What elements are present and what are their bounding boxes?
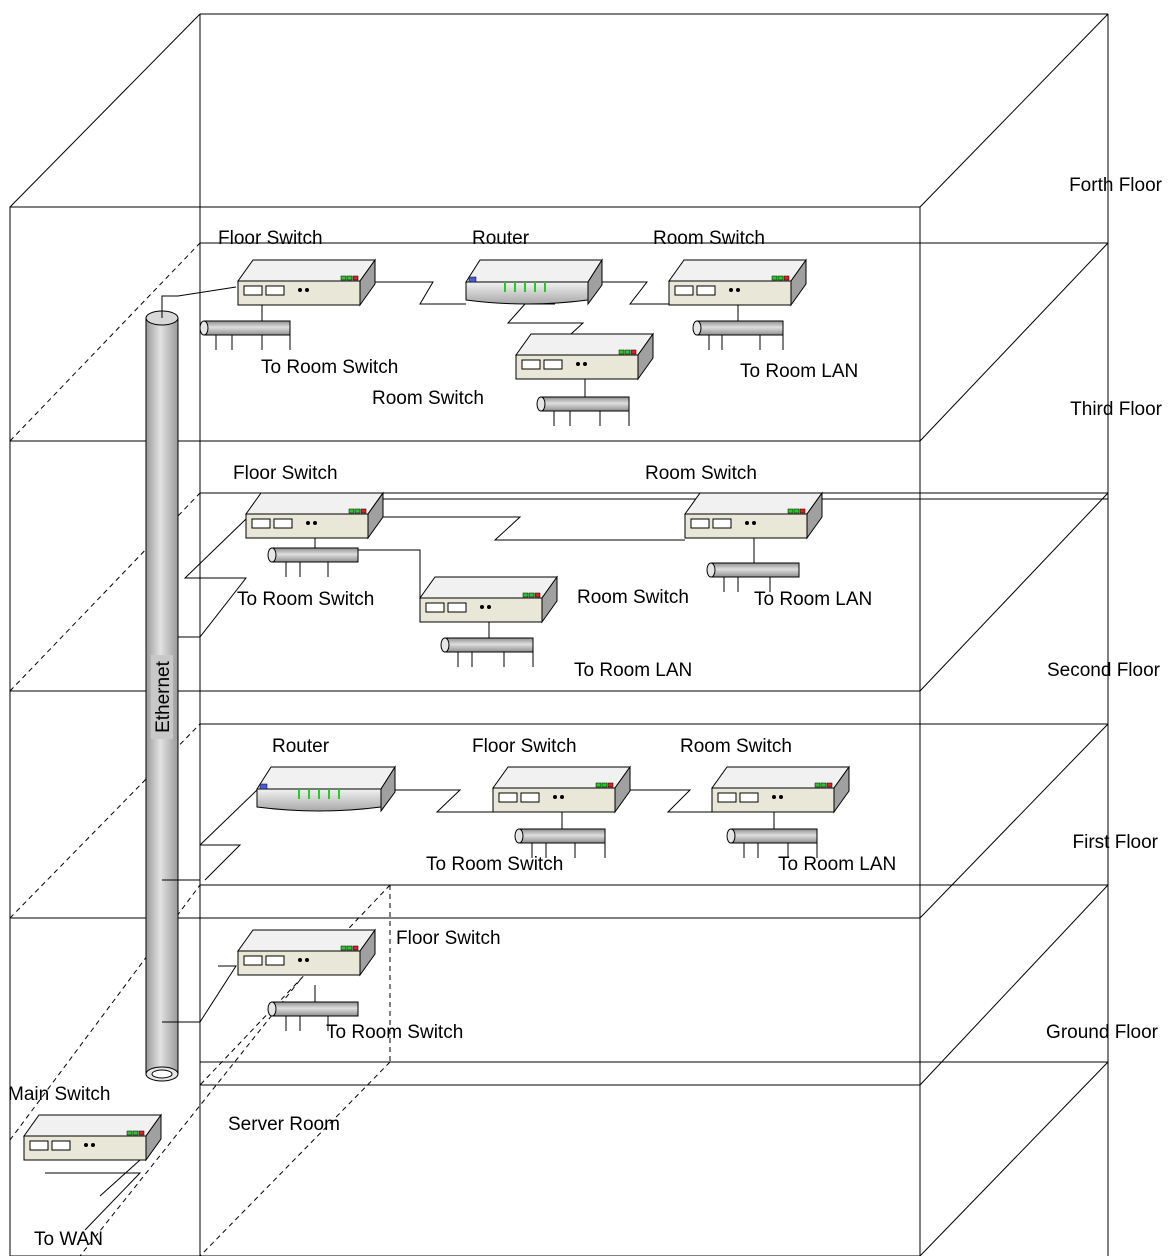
label-third-to-room-lan: To Room LAN [740, 361, 858, 382]
label-main-switch: Main Switch [8, 1084, 110, 1105]
label-second-to-room-lan-center: To Room LAN [574, 660, 692, 681]
label-first-to-room-switch: To Room Switch [426, 854, 563, 875]
router-third-floor [465, 258, 603, 306]
floor-label-first: First Floor [1073, 832, 1159, 853]
lan-segment-ground-floor-switch [267, 985, 359, 1031]
switch-first-floor [492, 765, 631, 814]
label-second-to-room-lan-right: To Room LAN [754, 589, 872, 610]
lan-segment-second-room-right [706, 538, 800, 592]
label-third-to-room-switch: To Room Switch [261, 357, 398, 378]
floor-label-fourth: Forth Floor [1069, 175, 1163, 196]
switch-third-room-right [668, 258, 807, 307]
floor-label-second: Second Floor [1047, 660, 1161, 681]
label-third-room-switch-right: Room Switch [653, 228, 765, 249]
main-switch [23, 1113, 162, 1162]
label-second-floor-switch: Floor Switch [233, 463, 338, 484]
label-first-to-room-lan: To Room LAN [778, 854, 896, 875]
lan-segment-third-room-right [692, 305, 784, 350]
label-to-wan: To WAN [34, 1229, 103, 1250]
switch-ground-floor [237, 928, 376, 977]
switch-second-room-center [419, 575, 558, 624]
label-first-floor-switch: Floor Switch [472, 736, 577, 757]
switch-second-floor [245, 491, 384, 540]
switch-third-room-center [515, 332, 654, 381]
server-room-outline [79, 884, 391, 1256]
label-third-router: Router [472, 228, 530, 249]
label-first-room-switch: Room Switch [680, 736, 792, 757]
label-second-room-switch-center: Room Switch [577, 587, 689, 608]
router-first-floor [256, 765, 396, 813]
label-second-to-room-switch: To Room Switch [237, 589, 374, 610]
label-third-room-switch-center: Room Switch [372, 388, 484, 409]
switch-third-floor [237, 258, 376, 307]
lan-segment-first-room [726, 812, 818, 858]
switch-second-room-right [684, 491, 823, 540]
floor-label-third: Third Floor [1070, 399, 1163, 420]
lan-segment-second-floor-switch [267, 538, 359, 577]
label-second-room-switch-right: Room Switch [645, 463, 757, 484]
label-ground-floor-switch: Floor Switch [396, 928, 501, 949]
lan-segment-third-floor-switch [199, 305, 291, 350]
lan-segment-third-room-center [536, 379, 630, 426]
lan-segment-first-floor-switch [514, 812, 606, 858]
ethernet-label: Ethernet [153, 660, 174, 733]
label-first-router: Router [272, 736, 330, 757]
label-third-floor-switch: Floor Switch [218, 228, 323, 249]
floor-label-ground: Ground Floor [1046, 1022, 1159, 1043]
lan-segment-second-room-center [440, 622, 534, 667]
ethernet-backbone: Ethernet [145, 310, 179, 1082]
label-ground-to-room-switch: To Room Switch [326, 1022, 463, 1043]
switch-first-room [711, 765, 850, 814]
label-server-room: Server Room [228, 1114, 340, 1135]
